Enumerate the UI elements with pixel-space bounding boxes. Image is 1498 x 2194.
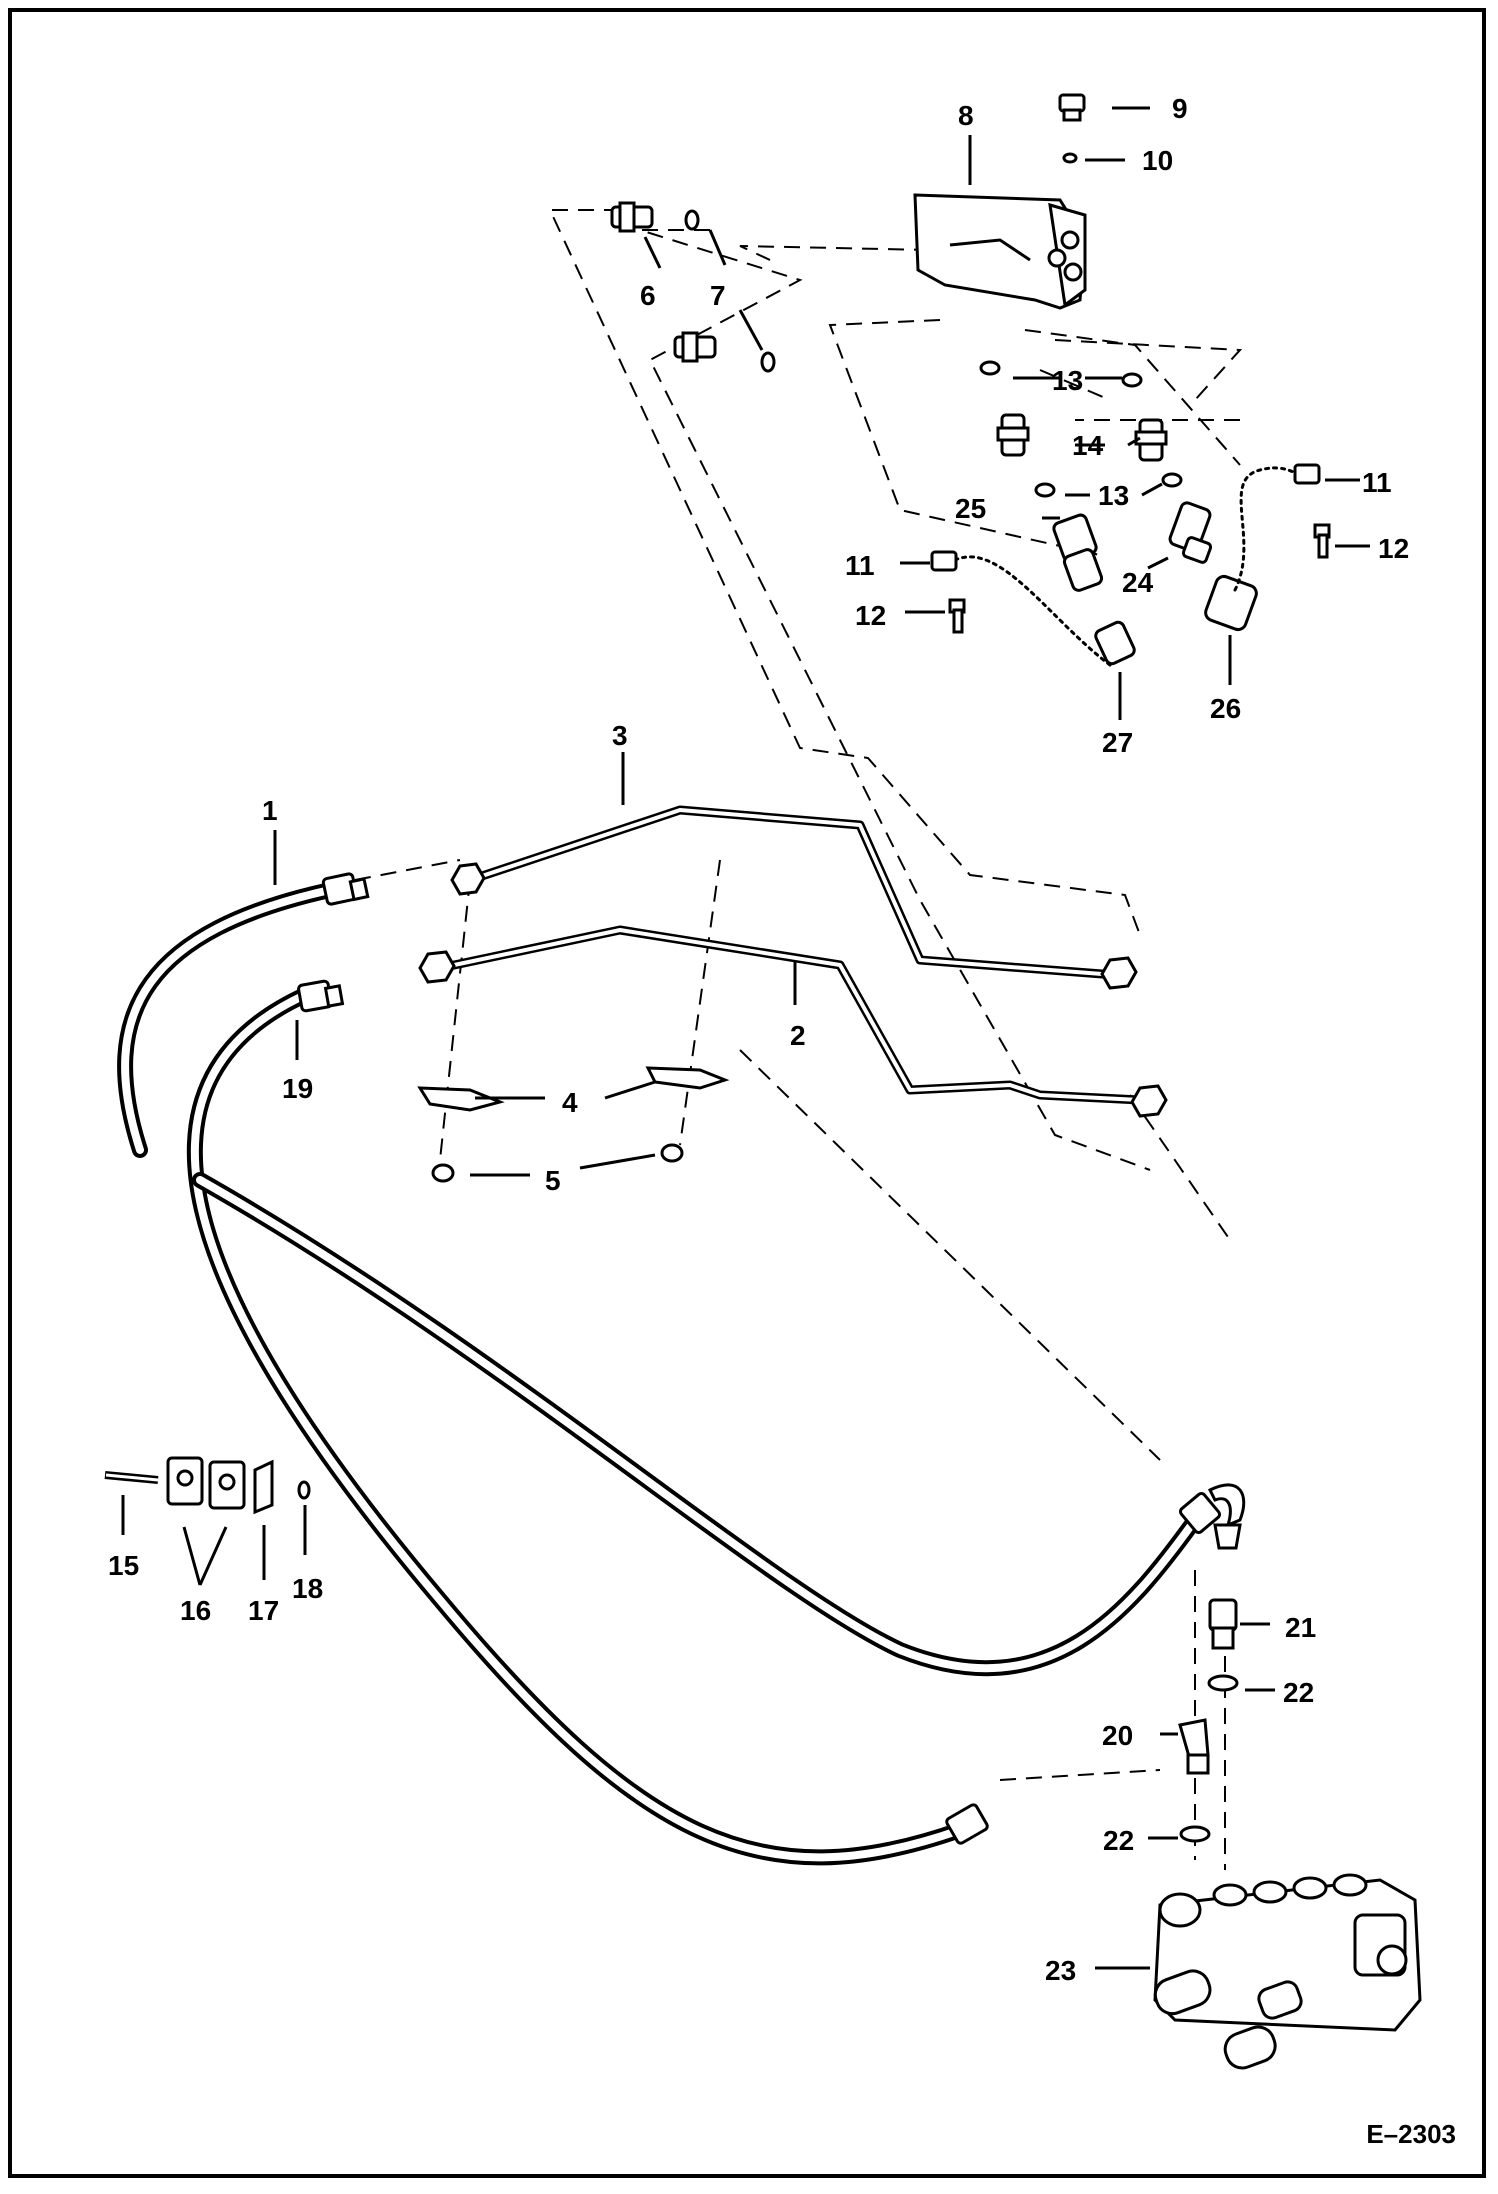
coupler-25 bbox=[1052, 513, 1104, 592]
callout-22-lower: 22 bbox=[1103, 1825, 1134, 1856]
callout-18: 18 bbox=[292, 1573, 323, 1604]
o-ring-7-upper bbox=[684, 209, 700, 231]
callout-2: 2 bbox=[790, 1020, 806, 1051]
adapter-14-left bbox=[996, 413, 1030, 457]
o-ring-13-mid-left bbox=[1034, 482, 1056, 498]
callout-3: 3 bbox=[612, 720, 628, 751]
callout-1: 1 bbox=[262, 795, 278, 826]
callout-25: 25 bbox=[955, 493, 986, 524]
chain-right bbox=[1233, 466, 1307, 592]
callout-11-left: 11 bbox=[845, 550, 875, 581]
callout-12-left: 12 bbox=[855, 600, 886, 631]
callout-8: 8 bbox=[958, 100, 974, 131]
nut-18 bbox=[297, 1480, 311, 1500]
elbow-20 bbox=[1178, 1718, 1210, 1775]
o-ring-7-lower bbox=[760, 351, 776, 373]
bolt-12-right bbox=[1313, 523, 1331, 559]
hose-return-elbow-fitting bbox=[1179, 1483, 1246, 1550]
o-ring-22-upper bbox=[1207, 1674, 1239, 1692]
tube-2 bbox=[418, 925, 1168, 1118]
callout-5: 5 bbox=[545, 1165, 561, 1196]
clamp-4-right bbox=[645, 1066, 730, 1090]
callout-16: 16 bbox=[180, 1595, 211, 1626]
callout-6: 6 bbox=[640, 280, 656, 311]
callout-leaders bbox=[121, 106, 1370, 1970]
o-ring-10 bbox=[1062, 152, 1078, 164]
clamp-4-left bbox=[417, 1086, 505, 1112]
callout-12-right: 12 bbox=[1378, 533, 1409, 564]
callout-10: 10 bbox=[1142, 145, 1173, 176]
plate-17 bbox=[253, 1459, 274, 1515]
bolt-15 bbox=[104, 1471, 159, 1484]
callout-7: 7 bbox=[710, 280, 726, 311]
callout-17: 17 bbox=[248, 1595, 279, 1626]
adapter-14-right bbox=[1134, 418, 1168, 462]
callout-21: 21 bbox=[1285, 1612, 1316, 1643]
o-ring-13-top-left bbox=[979, 360, 1001, 376]
callout-26: 26 bbox=[1210, 693, 1241, 724]
plug-9 bbox=[1058, 93, 1086, 122]
hose-19-lower-fitting bbox=[945, 1803, 989, 1845]
hose-return bbox=[192, 1172, 1203, 1677]
coupler-24 bbox=[1168, 501, 1213, 564]
nut-5-right bbox=[660, 1143, 684, 1163]
chain-left bbox=[953, 555, 1112, 667]
callout-9: 9 bbox=[1172, 93, 1188, 124]
hose-19 bbox=[186, 987, 968, 1866]
fitting-6-lower bbox=[673, 331, 717, 363]
callout-23: 23 bbox=[1045, 1955, 1076, 1986]
callout-4: 4 bbox=[562, 1087, 578, 1118]
tube-3 bbox=[450, 805, 1138, 990]
assembly-guide-lines bbox=[354, 209, 1243, 1870]
callout-labels: 9 10 8 6 7 13 14 13 25 24 11 11 12 12 27… bbox=[108, 93, 1409, 1986]
diagram-border bbox=[8, 8, 1486, 2178]
bracket-11-right bbox=[1293, 463, 1321, 485]
control-valve-23 bbox=[1153, 1873, 1422, 2070]
o-ring-22-lower bbox=[1179, 1825, 1211, 1843]
callout-19: 19 bbox=[282, 1073, 313, 1104]
callout-13-top: 13 bbox=[1052, 365, 1083, 396]
clamp-halves-16 bbox=[166, 1456, 246, 1510]
callout-15: 15 bbox=[108, 1550, 139, 1581]
o-ring-13-top-right bbox=[1121, 372, 1143, 388]
hose-1 bbox=[117, 882, 338, 1158]
hose-19-fitting bbox=[297, 979, 345, 1013]
drawing-number: E–2303 bbox=[1366, 2119, 1456, 2149]
bracket-11-left bbox=[930, 550, 958, 572]
callout-24: 24 bbox=[1122, 567, 1154, 598]
o-ring-13-mid-right bbox=[1161, 472, 1183, 488]
callout-20: 20 bbox=[1102, 1720, 1133, 1751]
callout-13-mid: 13 bbox=[1098, 480, 1129, 511]
nut-5-left bbox=[431, 1163, 455, 1183]
hose-1-fitting bbox=[321, 872, 370, 906]
callout-27: 27 bbox=[1102, 727, 1133, 758]
valve-block-8 bbox=[913, 193, 1087, 310]
dust-plug-27 bbox=[1094, 620, 1136, 666]
callout-14: 14 bbox=[1072, 430, 1104, 461]
dust-cap-26 bbox=[1204, 574, 1258, 632]
adapter-21 bbox=[1208, 1598, 1238, 1650]
fitting-6-upper bbox=[610, 201, 654, 233]
bolt-12-left bbox=[948, 598, 966, 634]
callout-22-upper: 22 bbox=[1283, 1677, 1314, 1708]
callout-11-right: 11 bbox=[1362, 467, 1392, 498]
